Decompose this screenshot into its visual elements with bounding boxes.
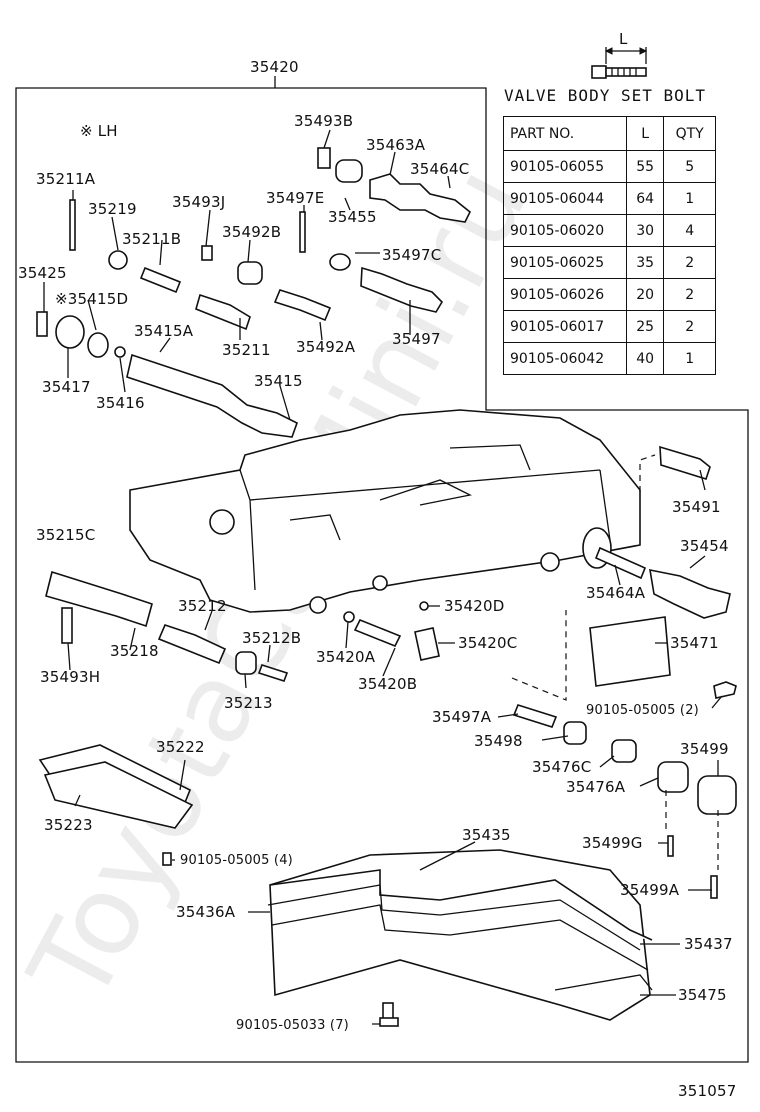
part-label-35212: 35212 — [178, 597, 227, 615]
table-row: 90105-06026 20 2 — [503, 278, 716, 311]
cell-qty: 2 — [663, 310, 716, 343]
part-label-35415: 35415 — [254, 372, 303, 390]
part-label-35497C: 35497C — [382, 246, 441, 264]
bolt-icon — [591, 47, 648, 79]
cell-part-no: 90105-06042 — [503, 342, 627, 375]
table-row: 90105-06017 25 2 — [503, 310, 716, 343]
part-label-35211B: 35211B — [122, 230, 181, 248]
cell-part-no: 90105-06017 — [503, 310, 627, 343]
part-label-35497A: 35497A — [432, 708, 492, 726]
part-label-35223: 35223 — [44, 816, 93, 834]
cell-qty: 2 — [663, 278, 716, 311]
part-label-35463A: 35463A — [366, 136, 426, 154]
part-label-35420B: 35420B — [358, 675, 417, 693]
part-label-35493B: 35493B — [294, 112, 353, 130]
part-label-35497E: 35497E — [266, 189, 324, 207]
part-label-35415A: 35415A — [134, 322, 194, 340]
part-label-90105-05033-7: 90105-05033 (7) — [236, 1018, 349, 1033]
part-label-35492B: 35492B — [222, 223, 281, 241]
part-label-35499: 35499 — [680, 740, 729, 758]
cell-qty: 1 — [663, 342, 716, 375]
valve-body — [129, 409, 641, 614]
assembly-boundary — [15, 87, 749, 1063]
part-label-35476C: 35476C — [532, 758, 591, 776]
part-label-35219: 35219 — [88, 200, 137, 218]
part-label-35493H: 35493H — [40, 668, 100, 686]
cell-length: 30 — [625, 214, 665, 247]
part-label-90105-05005-4: 90105-05005 (4) — [180, 853, 293, 868]
cell-length: 55 — [625, 150, 665, 183]
part-label-35493J: 35493J — [172, 193, 225, 211]
part-label-35464A: 35464A — [586, 584, 646, 602]
plate-35471 — [589, 616, 671, 687]
cell-length: 40 — [625, 342, 665, 375]
cell-qty: 4 — [663, 214, 716, 247]
part-label-35454: 35454 — [680, 537, 729, 555]
lh-note: ※ LH — [80, 122, 118, 140]
part-label-35475: 35475 — [678, 986, 727, 1004]
bolt-table-header-row: PART NO. L QTY — [503, 116, 716, 151]
part-label-90105-05005-2: 90105-05005 (2) — [586, 703, 699, 718]
part-label-35416: 35416 — [96, 394, 145, 412]
cell-part-no: 90105-06020 — [503, 214, 627, 247]
part-label-35491: 35491 — [672, 498, 721, 516]
part-label-35213: 35213 — [224, 694, 273, 712]
table-row: 90105-06020 30 4 — [503, 214, 716, 247]
part-label-35476A: 35476A — [566, 778, 626, 796]
part-label-35437: 35437 — [684, 935, 733, 953]
leader-lines — [43, 129, 723, 1025]
cell-length: 35 — [625, 246, 665, 279]
cell-part-no: 90105-06044 — [503, 182, 627, 215]
part-label-35436A: 35436A — [176, 903, 236, 921]
part-label-35497: 35497 — [392, 330, 441, 348]
bolt-table-container: PART NO. L QTY 90105-06055 55 5 90105-06… — [503, 116, 716, 375]
part-label-35464C: 35464C — [410, 160, 469, 178]
part-label-35455: 35455 — [328, 208, 377, 226]
bolt-table-title: VALVE BODY SET BOLT — [504, 86, 707, 105]
table-row: 90105-06055 55 5 — [503, 150, 716, 183]
guide-lines — [511, 454, 719, 870]
figure-number: 351057 — [678, 1082, 736, 1100]
cell-qty: 1 — [663, 182, 716, 215]
part-label-35471: 35471 — [670, 634, 719, 652]
part-label-35435: 35435 — [462, 826, 511, 844]
part-label-35215C: 35215C — [36, 526, 95, 544]
header-length: L — [625, 116, 665, 151]
cell-length: 64 — [625, 182, 665, 215]
header-part-no: PART NO. — [503, 116, 627, 151]
valve-parts — [36, 147, 737, 1027]
part-label-35420A: 35420A — [316, 648, 376, 666]
part-label-35211A: 35211A — [36, 170, 96, 188]
cell-part-no: 90105-06025 — [503, 246, 627, 279]
part-label-35492A: 35492A — [296, 338, 356, 356]
part-label-35218: 35218 — [110, 642, 159, 660]
table-row: 90105-06042 40 1 — [503, 342, 716, 375]
part-label-35417: 35417 — [42, 378, 91, 396]
part-label-35499A: 35499A — [620, 881, 680, 899]
cell-length: 25 — [625, 310, 665, 343]
cell-qty: 5 — [663, 150, 716, 183]
part-label-35499G: 35499G — [582, 834, 643, 852]
part-label-35498: 35498 — [474, 732, 523, 750]
cell-part-no: 90105-06026 — [503, 278, 627, 311]
part-label-35420C: 35420C — [458, 634, 517, 652]
table-row: 90105-06025 35 2 — [503, 246, 716, 279]
separator-plate-stack — [267, 849, 653, 1021]
cover-plates — [38, 744, 194, 829]
cell-qty: 2 — [663, 246, 716, 279]
assembly-label: 35420 — [250, 58, 299, 76]
part-label-35425: 35425 — [18, 264, 67, 282]
cell-part-no: 90105-06055 — [503, 150, 627, 183]
part-label-35415D: ※35415D — [55, 290, 128, 308]
part-label-35222: 35222 — [156, 738, 205, 756]
part-label-35211: 35211 — [222, 341, 271, 359]
bolt-length-label: L — [619, 30, 628, 48]
part-label-35420D: 35420D — [444, 597, 504, 615]
cell-length: 20 — [625, 278, 665, 311]
table-row: 90105-06044 64 1 — [503, 182, 716, 215]
bolt-table: PART NO. L QTY 90105-06055 55 5 90105-06… — [503, 116, 716, 375]
header-qty: QTY — [663, 116, 716, 151]
part-label-35212B: 35212B — [242, 629, 301, 647]
